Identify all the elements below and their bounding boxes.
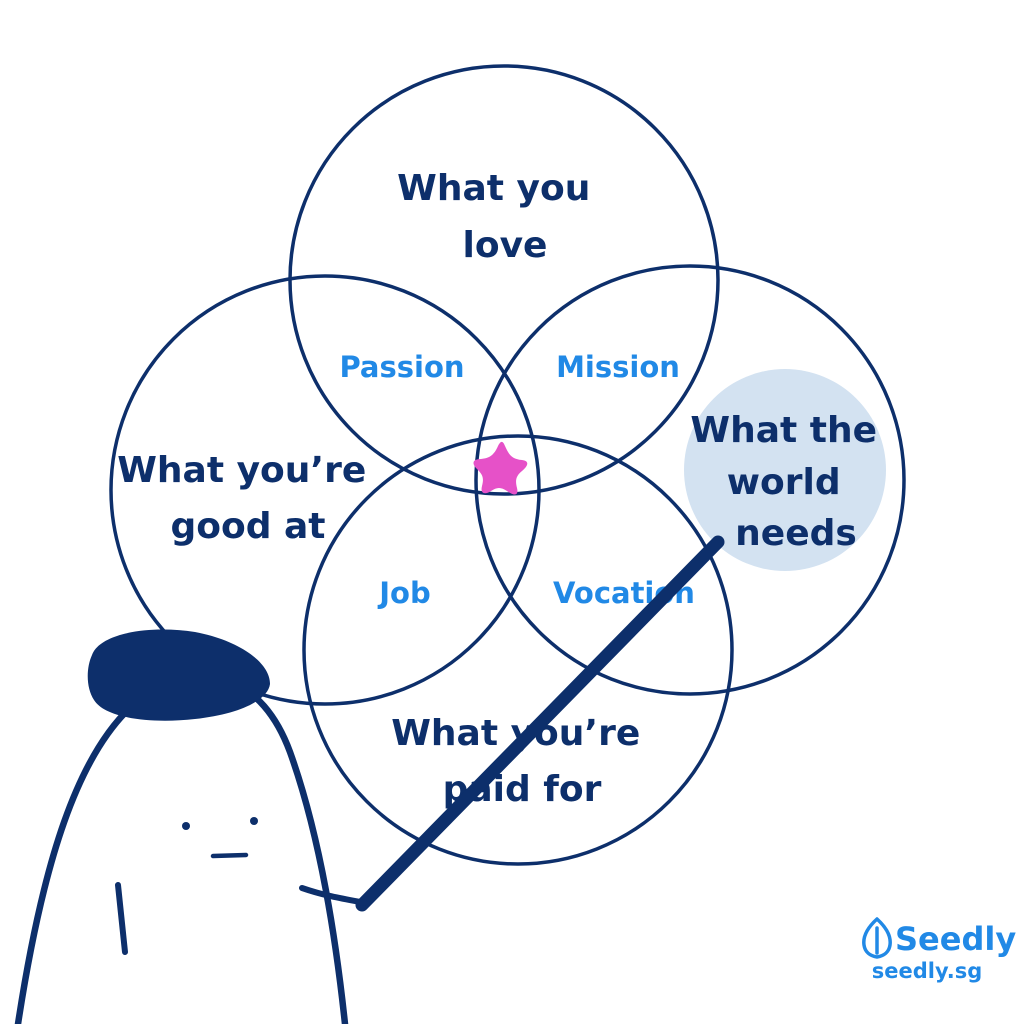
pointer-stick xyxy=(355,535,725,912)
character-body xyxy=(14,673,349,1024)
character-mouth xyxy=(210,852,249,859)
character-eye-right xyxy=(250,817,258,825)
label-what-youre-good-at: What you’re good at xyxy=(117,450,379,547)
character-eye-left xyxy=(182,822,190,830)
pointing-character-illustration xyxy=(14,535,725,1024)
brand-url: seedly.sg xyxy=(872,959,983,983)
star-icon xyxy=(473,441,528,495)
label-line: What you xyxy=(397,168,590,209)
seedly-brand: Seedly seedly.sg xyxy=(862,917,1016,983)
label-what-you-love: What you love xyxy=(397,168,603,266)
circle-what-you-love xyxy=(288,64,720,496)
label-what-youre-paid-for: What you’re paid for xyxy=(391,713,653,810)
overlap-label-passion: Passion xyxy=(339,350,464,384)
brand-name: Seedly xyxy=(895,920,1016,958)
circle-what-youre-good-at xyxy=(109,274,541,706)
label-line: What the xyxy=(690,410,877,451)
label-line: good at xyxy=(170,506,325,547)
circle-what-the-world-needs xyxy=(474,264,906,696)
label-what-the-world-needs: What the world needs xyxy=(690,410,889,554)
seed-logo-icon xyxy=(862,917,892,959)
character-arm-line xyxy=(115,882,128,955)
label-line: What you’re xyxy=(117,450,366,491)
overlap-label-mission: Mission xyxy=(556,350,680,384)
character-hand xyxy=(299,885,368,906)
overlap-label-job: Job xyxy=(377,576,430,610)
label-line: love xyxy=(463,225,548,266)
beret-icon xyxy=(87,629,271,721)
label-line: needs xyxy=(735,513,857,554)
circle-what-youre-paid-for xyxy=(302,434,734,866)
label-line: world xyxy=(727,462,841,503)
world-needs-highlight xyxy=(684,369,886,571)
